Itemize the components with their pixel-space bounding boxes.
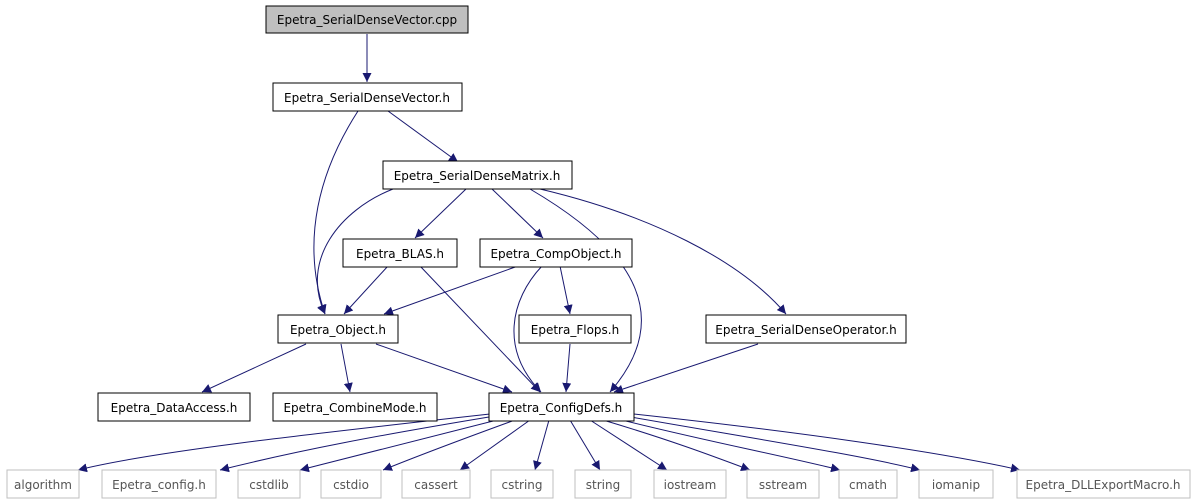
edge-sdop-h-to-configdefs-h <box>613 343 759 394</box>
node-object-h[interactable]: Epetra_Object.h <box>277 314 399 344</box>
node-label: Epetra_CombineMode.h <box>283 401 426 415</box>
edge-compobj-h-to-flops-h <box>559 265 573 315</box>
edge-configdefs-to-cstdio <box>382 419 516 471</box>
edge-sdm-h-to-configdefs-h <box>529 188 642 393</box>
edge-configdefs-to-cmath <box>613 417 841 473</box>
edge-blas-h-to-object-h <box>343 265 389 315</box>
node-label: Epetra_SerialDenseMatrix.h <box>394 169 561 183</box>
edge-configdefs-to-sstream <box>602 419 751 472</box>
edge-sdm-h-to-sdop-h <box>539 188 787 315</box>
edge-configdefs-to-dllexport-h <box>633 413 1021 473</box>
node-string[interactable]: string <box>574 469 632 499</box>
edge-sdm-h-to-blas-h <box>414 188 467 239</box>
edge-configdefs-to-string <box>569 419 601 471</box>
edge-blas-h-to-configdefs-h <box>419 265 541 393</box>
node-label: iomanip <box>932 478 980 492</box>
node-label: Epetra_ConfigDefs.h <box>500 401 623 415</box>
node-label: cassert <box>414 478 458 492</box>
node-cmath[interactable]: cmath <box>838 469 898 499</box>
edge-sdv-h-to-object-h <box>313 110 359 315</box>
nodes: Epetra_SerialDenseVector.cpp Epetra_Seri… <box>6 5 1191 499</box>
node-sdv-h[interactable]: Epetra_SerialDenseVector.h <box>272 82 463 112</box>
node-configdefs-h[interactable]: Epetra_ConfigDefs.h <box>488 392 635 422</box>
edge-compobj-h-to-object-h <box>383 265 519 316</box>
edge-object-h-to-dataaccess-h <box>201 343 307 393</box>
node-label: Epetra_config.h <box>112 478 206 492</box>
edge-sdm-h-to-compobj-h <box>491 188 544 239</box>
node-algorithm[interactable]: algorithm <box>6 469 80 499</box>
node-label: iostream <box>664 478 717 492</box>
node-label: cmath <box>849 478 887 492</box>
node-label: cstdio <box>333 478 369 492</box>
node-combinemode-h[interactable]: Epetra_CombineMode.h <box>272 392 438 422</box>
node-cstdio[interactable]: cstdio <box>320 469 382 499</box>
node-iostream[interactable]: iostream <box>653 469 727 499</box>
edge-configdefs-to-iomanip <box>624 415 921 473</box>
node-label: Epetra_CompObject.h <box>490 247 621 261</box>
node-label: Epetra_SerialDenseVector.h <box>284 91 450 105</box>
node-sdm-h[interactable]: Epetra_SerialDenseMatrix.h <box>382 160 573 190</box>
node-root-cpp[interactable]: Epetra_SerialDenseVector.cpp <box>265 5 469 34</box>
edge-object-h-to-configdefs-h <box>375 343 513 394</box>
edge-configdefs-to-algorithm <box>77 413 491 473</box>
edge-sdv-h-to-sdm-h <box>387 110 459 163</box>
node-label: Epetra_SerialDenseOperator.h <box>715 323 896 337</box>
node-label: Epetra_DataAccess.h <box>111 401 238 415</box>
node-dllexport-h[interactable]: Epetra_DLLExportMacro.h <box>1016 469 1191 499</box>
node-flops-h[interactable]: Epetra_Flops.h <box>518 314 632 344</box>
node-label: cstdlib <box>249 478 288 492</box>
node-label: algorithm <box>14 478 72 492</box>
node-dataaccess-h[interactable]: Epetra_DataAccess.h <box>97 392 251 422</box>
node-blas-h[interactable]: Epetra_BLAS.h <box>342 238 458 268</box>
node-label: Epetra_BLAS.h <box>356 247 444 261</box>
node-cstdlib[interactable]: cstdlib <box>237 469 301 499</box>
edge-sdm-h-to-object-h <box>316 188 394 315</box>
edge-configdefs-to-cstdlib <box>299 417 506 473</box>
node-label: string <box>586 478 620 492</box>
node-label: Epetra_DLLExportMacro.h <box>1026 478 1181 492</box>
edges <box>77 34 1021 473</box>
node-sstream[interactable]: sstream <box>746 469 820 499</box>
edge-configdefs-to-cassert <box>459 419 531 471</box>
edge-configdefs-to-cstring <box>533 419 550 471</box>
node-cstring[interactable]: cstring <box>490 469 554 499</box>
node-compobj-h[interactable]: Epetra_CompObject.h <box>479 238 633 268</box>
node-config-h[interactable]: Epetra_config.h <box>101 469 217 499</box>
node-label: Epetra_Flops.h <box>531 323 619 337</box>
edge-configdefs-to-iostream <box>589 419 668 471</box>
edge-object-h-to-combinemode-h <box>340 343 353 393</box>
node-label: Epetra_Object.h <box>290 323 386 337</box>
edge-compobj-h-to-configdefs-h <box>513 265 543 393</box>
node-label: sstream <box>759 478 807 492</box>
node-label: Epetra_SerialDenseVector.cpp <box>277 13 457 27</box>
edge-configdefs-to-config-h <box>219 415 496 473</box>
node-iomanip[interactable]: iomanip <box>918 469 994 499</box>
node-sdop-h[interactable]: Epetra_SerialDenseOperator.h <box>705 314 907 344</box>
node-label: cstring <box>501 478 542 492</box>
node-cassert[interactable]: cassert <box>401 469 471 499</box>
edge-flops-h-to-configdefs-h <box>562 343 572 393</box>
